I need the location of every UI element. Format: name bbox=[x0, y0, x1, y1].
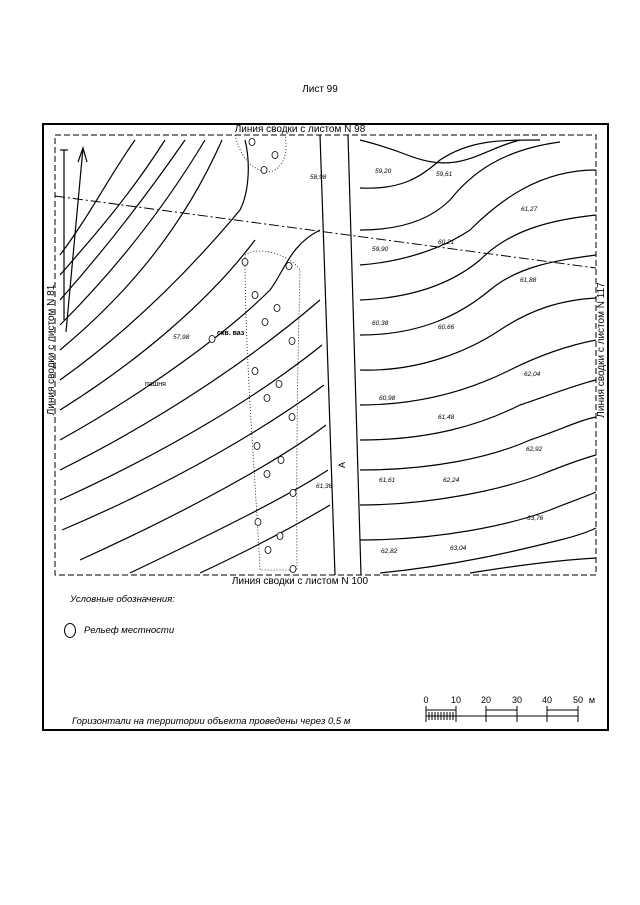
elevation-label: 59,90 bbox=[372, 246, 389, 253]
elevation-label: 61,48 bbox=[438, 414, 455, 421]
sheet-title: Лист 99 bbox=[302, 84, 338, 95]
elevation-label: 63,04 bbox=[450, 545, 467, 552]
elevation-label: 57,98 bbox=[173, 334, 190, 341]
scale-tick-label: 0 bbox=[423, 695, 428, 705]
elevation-label: 60,98 bbox=[379, 395, 396, 402]
elevation-label: 60,21 bbox=[438, 239, 455, 246]
scale-tick-label: 40 bbox=[542, 695, 552, 705]
relief-area-top bbox=[234, 134, 287, 173]
elevation-label: 61,61 bbox=[379, 477, 396, 484]
relief-symbol-icon bbox=[64, 623, 76, 638]
scale-tick-label: 30 bbox=[512, 695, 522, 705]
relief-area-main bbox=[244, 250, 301, 571]
north-arrow-icon bbox=[60, 146, 88, 333]
boundary-left-label: Линия сводки с листом N 81 bbox=[46, 284, 57, 415]
elevation-label: 62,82 bbox=[381, 548, 398, 555]
field-label: пашня bbox=[145, 381, 166, 388]
elevation-label: 61,88 bbox=[520, 277, 537, 284]
boundary-top-label: Линия сводки с листом N 98 bbox=[235, 124, 366, 135]
contour-interval-note: Горизонтали на территории объекта провед… bbox=[72, 716, 351, 727]
scale-tick-label: 50 bbox=[573, 695, 583, 705]
elevation-label: 60,38 bbox=[372, 320, 389, 327]
elevation-label: 62,92 bbox=[526, 446, 543, 453]
map-frame bbox=[42, 123, 609, 731]
legend-item-label: Рельеф местности bbox=[84, 625, 175, 637]
elevation-label: 62,04 bbox=[524, 371, 541, 378]
scale-unit: м bbox=[589, 695, 595, 705]
relief-symbols bbox=[208, 138, 297, 573]
elevation-label: 58,98 bbox=[310, 174, 327, 181]
elevation-label: 62,24 bbox=[443, 477, 460, 484]
boundary-bottom-label: Линия сводки с листом N 100 bbox=[232, 576, 369, 587]
well-label: скв. ваз bbox=[217, 330, 245, 337]
legend-title: Условные обозначения: bbox=[70, 594, 175, 605]
map-boundary bbox=[54, 134, 597, 576]
legend-item-relief: Рельеф местности bbox=[64, 623, 174, 638]
elevation-labels: 58,98 59,20 59,61 61,27 59,90 60,21 61,8… bbox=[173, 168, 544, 555]
elevation-label: 59,61 bbox=[436, 171, 453, 178]
scale-bar bbox=[425, 706, 579, 722]
scale-tick-label: 10 bbox=[451, 695, 461, 705]
contour-lines bbox=[59, 139, 597, 574]
road bbox=[319, 134, 362, 576]
dash-dot-line bbox=[54, 195, 597, 269]
elevation-label: 63,76 bbox=[527, 515, 544, 522]
boundary-right-label: Линия сводки с листом N 117 bbox=[596, 282, 607, 418]
elevation-label: 61,27 bbox=[521, 206, 538, 213]
scale-labels: 0 10 20 30 40 50 м bbox=[423, 695, 595, 705]
elevation-label: 61,36 bbox=[316, 483, 333, 490]
elevation-label: 59,20 bbox=[375, 168, 392, 175]
elevation-label: 60,66 bbox=[438, 324, 455, 331]
road-marker: А bbox=[337, 462, 347, 468]
scale-tick-label: 20 bbox=[481, 695, 491, 705]
